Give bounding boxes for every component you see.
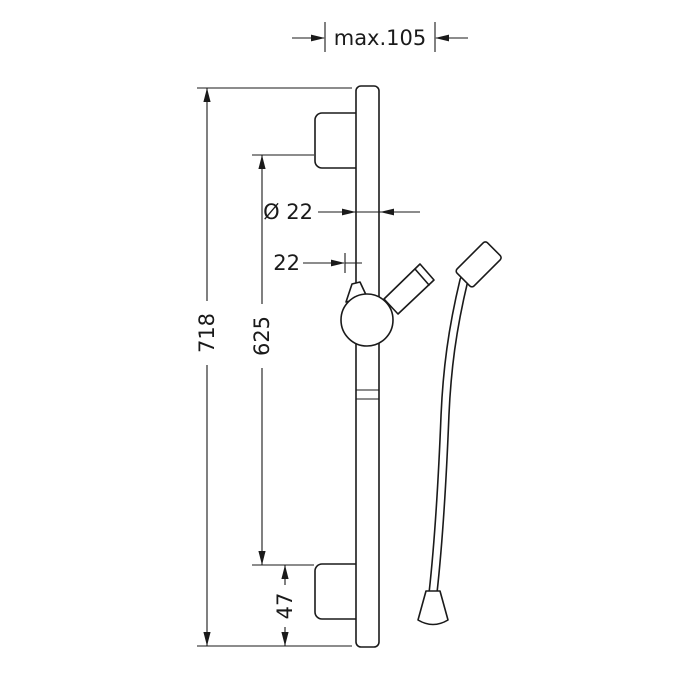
dim-hole-spacing-label: 625 <box>250 316 274 356</box>
shower-holder <box>383 263 435 315</box>
dim-max-width-label: max.105 <box>334 26 427 50</box>
dim-total-length: 718 <box>193 87 352 647</box>
dim-bottom-offset: 47 <box>271 565 299 646</box>
hose-nut <box>417 590 449 626</box>
dim-holder-offset: 22 <box>273 251 362 275</box>
dim-bar-diameter: Ø 22 <box>263 200 420 224</box>
dim-holder-offset-label: 22 <box>273 251 300 275</box>
shower-holder-cap-line <box>414 268 430 286</box>
hose-connector <box>455 241 502 288</box>
dim-total-length-label: 718 <box>195 313 219 353</box>
dim-hole-spacing: 625 <box>248 154 314 566</box>
slider-knob <box>340 293 394 347</box>
shower-hose-highlight <box>429 276 468 597</box>
dim-bar-diameter-label: Ø 22 <box>263 200 313 224</box>
slide-bar-rail <box>355 85 380 648</box>
dim-max-width: max.105 <box>292 22 468 52</box>
dim-bottom-offset-label: 47 <box>273 593 297 620</box>
